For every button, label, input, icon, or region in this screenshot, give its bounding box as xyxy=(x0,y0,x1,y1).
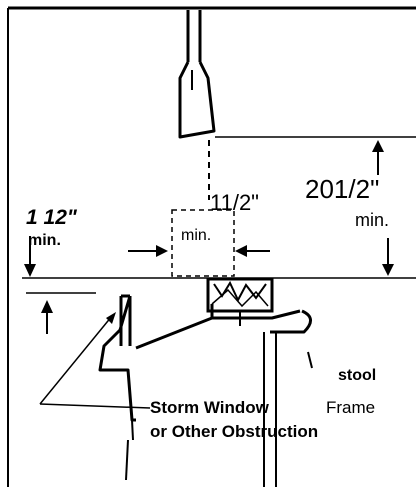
storm-window-post xyxy=(119,294,134,481)
frame-label: Frame xyxy=(326,398,375,417)
left-dimension-marker xyxy=(24,236,96,334)
sill-profile xyxy=(98,295,312,422)
storm-window-label: Storm Window xyxy=(150,398,270,417)
clearance-dashed-box xyxy=(171,209,235,277)
center-dimension-marker xyxy=(128,245,270,257)
stop-bead xyxy=(206,277,274,326)
callout-leaders xyxy=(39,312,151,409)
right-min-label: min. xyxy=(355,210,389,230)
right-dimension-marker xyxy=(215,136,416,276)
center-dimension-label: 11/2" xyxy=(210,190,259,215)
left-min-label: min. xyxy=(28,232,61,249)
frame-lines xyxy=(263,332,313,487)
center-min-label: min. xyxy=(181,227,211,244)
stool-label: stool xyxy=(338,367,376,384)
obstruction-label: or Other Obstruction xyxy=(150,422,318,441)
right-dimension-label: 201/2" xyxy=(305,174,379,204)
probe-tool xyxy=(178,10,216,139)
left-dimension-label: 1 12" xyxy=(26,206,78,229)
